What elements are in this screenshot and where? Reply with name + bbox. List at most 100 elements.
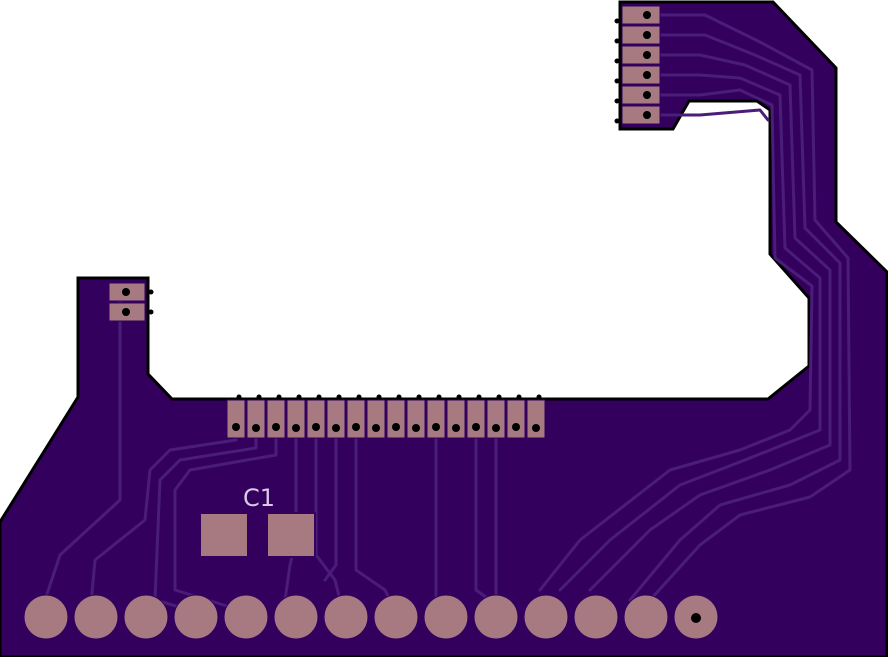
header-pin-pad bbox=[426, 399, 446, 439]
via-hole bbox=[496, 394, 502, 400]
via-hole bbox=[256, 394, 262, 400]
header-pin-pad bbox=[346, 399, 366, 439]
via-hole bbox=[614, 98, 620, 104]
edge-connector-pad bbox=[323, 594, 369, 640]
header-pin-pad bbox=[286, 399, 306, 439]
header-pin-pad bbox=[621, 85, 661, 105]
edge-connector-pad bbox=[73, 594, 119, 640]
trace bbox=[474, 410, 492, 602]
header-pin-pad bbox=[621, 25, 661, 45]
drill-hole bbox=[352, 423, 360, 431]
edge-connector-pad bbox=[173, 594, 219, 640]
edge-connector-pad bbox=[573, 594, 619, 640]
header-pin-pad bbox=[621, 105, 661, 125]
drill-hole bbox=[292, 424, 300, 432]
drill-hole bbox=[332, 424, 340, 432]
via-hole bbox=[536, 394, 542, 400]
header-pin-pad bbox=[486, 399, 506, 439]
via-hole bbox=[416, 394, 422, 400]
via-hole bbox=[376, 394, 382, 400]
drill-hole bbox=[252, 424, 260, 432]
header-pin-pad bbox=[446, 399, 466, 439]
drill-hole bbox=[512, 423, 520, 431]
header-pin-pad bbox=[226, 399, 246, 439]
drill-hole bbox=[312, 423, 320, 431]
drill-hole bbox=[691, 613, 701, 623]
drill-hole bbox=[372, 424, 380, 432]
header-pin-pad bbox=[326, 399, 346, 439]
smd-pad bbox=[266, 512, 316, 558]
via-hole bbox=[476, 394, 482, 400]
trace bbox=[88, 410, 238, 617]
drill-hole bbox=[532, 424, 540, 432]
via-hole bbox=[516, 394, 522, 400]
via-hole bbox=[396, 394, 402, 400]
trace bbox=[323, 410, 338, 582]
header-pin-pad bbox=[266, 399, 286, 439]
edge-connector-pad bbox=[23, 594, 69, 640]
trace bbox=[628, 33, 842, 602]
drill-hole bbox=[392, 423, 400, 431]
drill-hole bbox=[492, 424, 500, 432]
drill-hole bbox=[643, 71, 651, 79]
drill-hole bbox=[452, 424, 460, 432]
edge-connector-pad bbox=[123, 594, 169, 640]
header-pin-pad bbox=[366, 399, 386, 439]
drill-hole bbox=[432, 423, 440, 431]
trace bbox=[538, 88, 814, 592]
via-hole bbox=[356, 394, 362, 400]
trace bbox=[173, 410, 278, 612]
header-pin-pad bbox=[406, 399, 426, 439]
header-pin-pad bbox=[466, 399, 486, 439]
trace bbox=[43, 298, 122, 602]
drill-hole bbox=[643, 51, 651, 59]
header-pin-pad bbox=[246, 399, 266, 439]
edge-connector-pad bbox=[423, 594, 469, 640]
drill-hole bbox=[272, 423, 280, 431]
drill-hole bbox=[643, 111, 651, 119]
trace bbox=[558, 73, 822, 592]
drill-hole bbox=[122, 288, 130, 296]
via-hole bbox=[614, 58, 620, 64]
via-hole bbox=[436, 394, 442, 400]
via-hole bbox=[614, 38, 620, 44]
via-hole bbox=[614, 118, 620, 124]
via-hole bbox=[296, 394, 302, 400]
component-c1[interactable]: C1 bbox=[199, 484, 316, 558]
via-hole bbox=[614, 78, 620, 84]
header-pin-pad bbox=[386, 399, 406, 439]
drill-hole bbox=[412, 424, 420, 432]
via-hole bbox=[336, 394, 342, 400]
via-hole bbox=[456, 394, 462, 400]
trace bbox=[588, 53, 832, 592]
via-hole bbox=[316, 394, 322, 400]
trace bbox=[648, 13, 852, 602]
header-pin-pad bbox=[621, 45, 661, 65]
header-pin-pad bbox=[506, 399, 526, 439]
drill-hole bbox=[643, 11, 651, 19]
via-hole bbox=[614, 18, 620, 24]
edge-connector-pad bbox=[623, 594, 669, 640]
component-designator: C1 bbox=[243, 484, 275, 512]
drill-hole bbox=[643, 31, 651, 39]
header-pin-pad bbox=[526, 399, 546, 439]
drill-hole bbox=[122, 308, 130, 316]
via-hole bbox=[148, 309, 154, 315]
edge-connector-pad bbox=[373, 594, 419, 640]
pad-layer bbox=[23, 5, 719, 640]
via-hole bbox=[148, 289, 154, 295]
edge-connector-pad bbox=[473, 594, 519, 640]
trace-layer bbox=[43, 13, 852, 617]
trace bbox=[314, 410, 342, 602]
edge-connector-pad bbox=[273, 594, 319, 640]
via-hole bbox=[276, 394, 282, 400]
drill-hole bbox=[472, 423, 480, 431]
smd-pad bbox=[199, 512, 249, 558]
edge-connector-pad bbox=[523, 594, 569, 640]
via-hole bbox=[236, 394, 242, 400]
trace bbox=[354, 410, 392, 602]
edge-connector-pad bbox=[223, 594, 269, 640]
drill-hole bbox=[643, 91, 651, 99]
